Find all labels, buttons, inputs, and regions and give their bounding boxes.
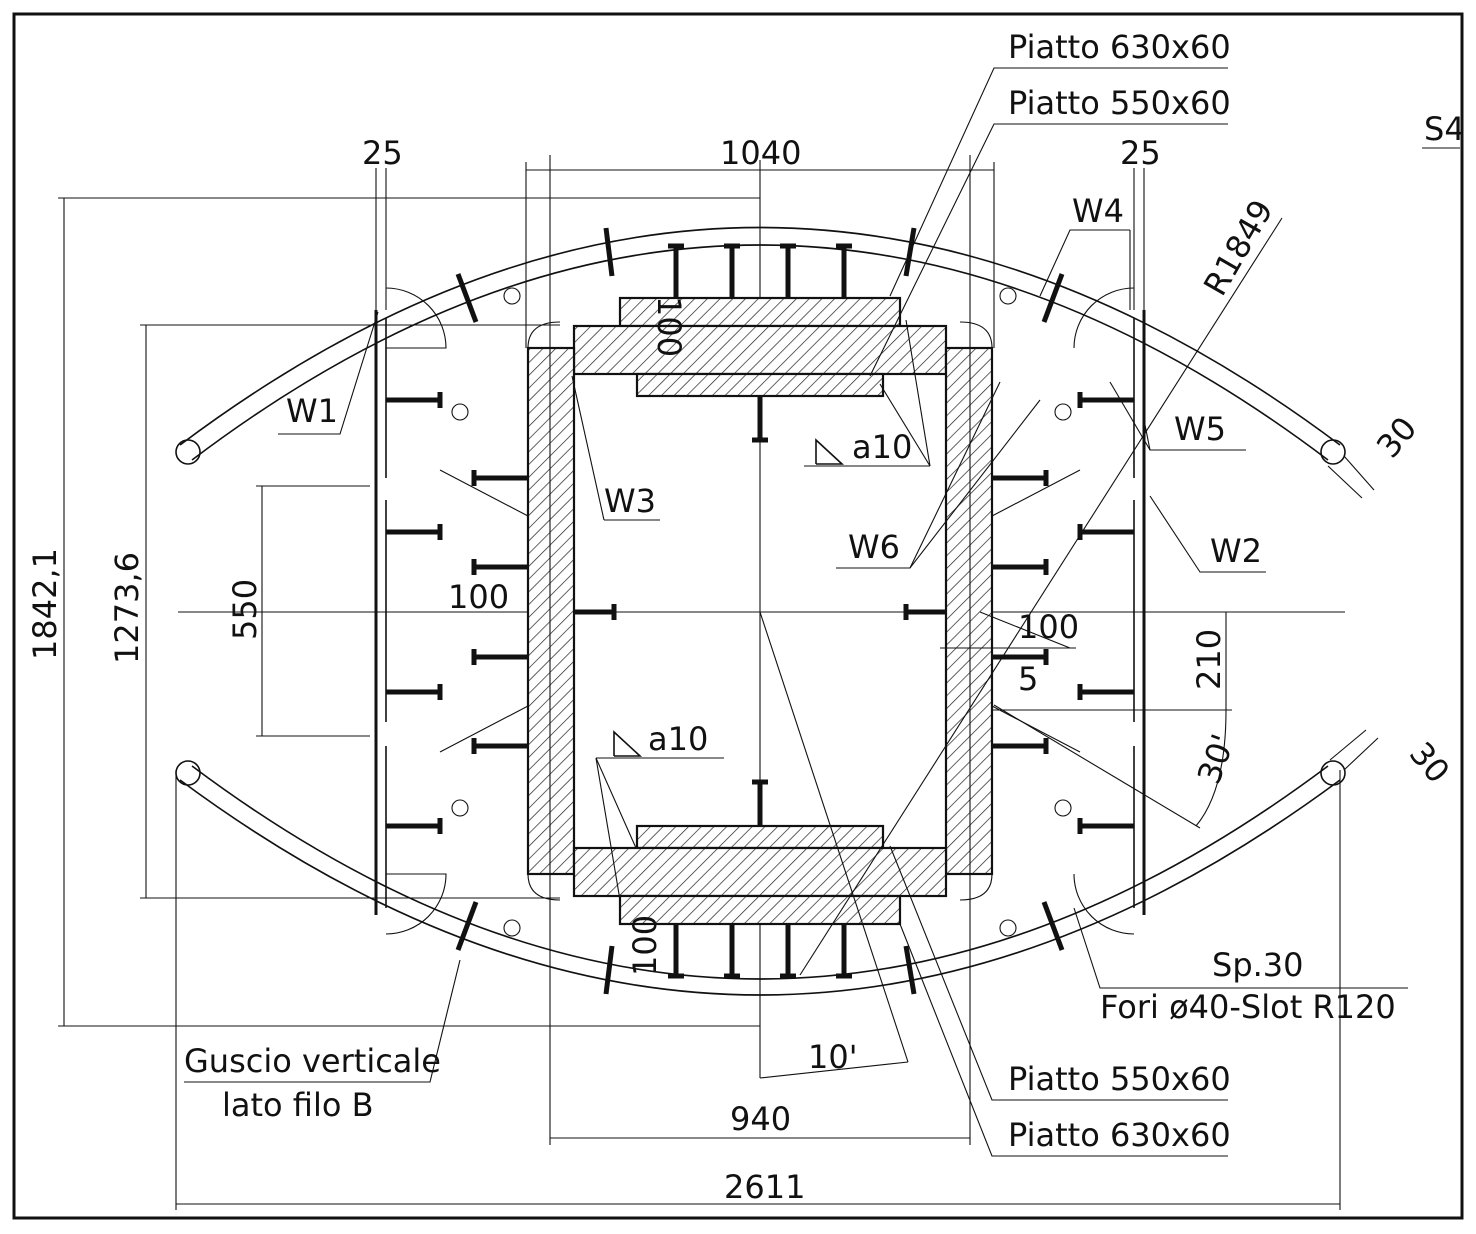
dim-overall-height: 1842,1: [26, 548, 64, 660]
weld-throat-top: a10: [852, 428, 912, 466]
label-plate-top-outer: Piatto 630x60: [1008, 28, 1231, 66]
dim-bottom-inner-width: 940: [730, 1100, 791, 1138]
dim-plate-100-left: 100: [448, 578, 509, 616]
weld-w3: W3: [604, 482, 656, 520]
weld-w6: W6: [848, 528, 900, 566]
dimension-lines: [58, 155, 1379, 1210]
box-section: [526, 296, 994, 926]
label-plate-top-inner: Piatto 550x60: [1008, 84, 1231, 122]
note-shell-line1: Guscio verticale: [184, 1042, 441, 1080]
dim-right-small: 25: [1120, 134, 1161, 172]
dim-shell-30-bottom: 30: [1402, 735, 1457, 791]
weld-w2: W2: [1210, 532, 1262, 570]
leader-lines: [184, 67, 1408, 1157]
dim-slot-height: 550: [226, 579, 264, 640]
weld-symbol-bottom: [595, 730, 724, 901]
weld-symbol-top: [804, 319, 931, 467]
labels: Piatto 630x60 Piatto 550x60 Piatto 550x6…: [26, 28, 1465, 1206]
curved-shell-top: [175, 226, 1346, 465]
weld-w5: W5: [1174, 410, 1226, 448]
dim-left-small: 25: [362, 134, 403, 172]
note-thickness: Sp.30: [1212, 946, 1304, 984]
weld-w4: W4: [1072, 192, 1124, 230]
drawing-frame: [12, 12, 1464, 1220]
dim-plate-100-bottom: 100: [626, 915, 664, 976]
label-plate-bottom-inner: Piatto 550x60: [1008, 1060, 1231, 1098]
dim-210: 210: [1190, 629, 1228, 690]
note-holes: Fori ø40-Slot R120: [1100, 988, 1396, 1026]
dim-plate-100-right: 100: [1018, 608, 1079, 646]
stud-connectors: [386, 227, 1134, 995]
dim-angle-30: 30': [1190, 729, 1243, 789]
dim-top-width: 1040: [720, 134, 801, 172]
weld-w1: W1: [286, 392, 338, 430]
weld-throat-bottom: a10: [648, 720, 708, 758]
dim-shell-30-top: 30: [1369, 410, 1424, 466]
dim-angle-10: 10': [808, 1038, 858, 1076]
holes: [385, 287, 1135, 937]
label-plate-bottom-outer: Piatto 630x60: [1008, 1116, 1231, 1154]
dim-overall-width: 2611: [724, 1168, 805, 1206]
dim-offset-5: 5: [1018, 660, 1038, 698]
dim-inner-height: 1273,6: [108, 552, 146, 664]
sheet-tag: S4: [1424, 110, 1465, 148]
dim-plate-100-top: 100: [650, 296, 688, 357]
note-shell-line2: lato filo B: [222, 1086, 374, 1124]
